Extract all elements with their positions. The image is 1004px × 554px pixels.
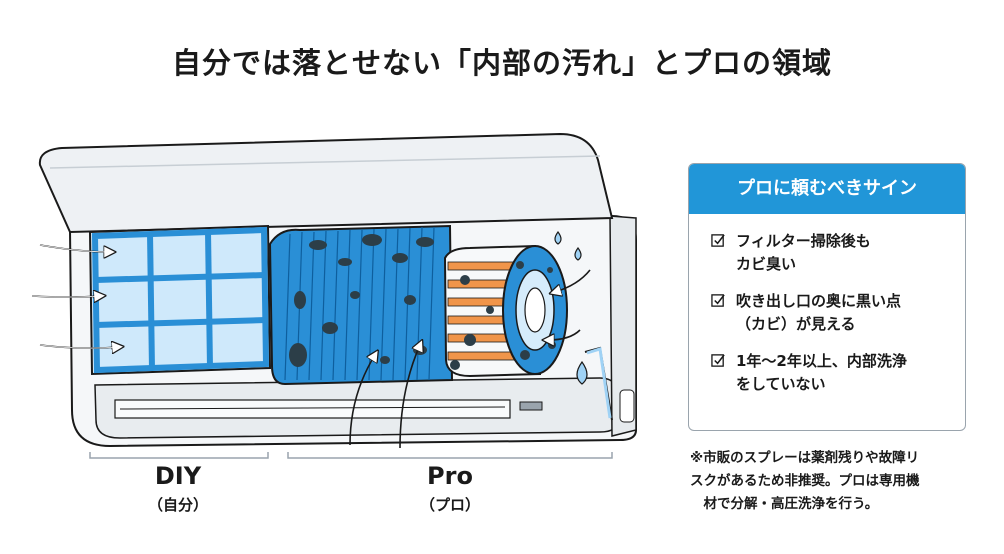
filter-panel	[88, 224, 272, 376]
list-item: フィルター掃除後も カビ臭い	[711, 230, 965, 276]
pro-signs-box: プロに頼むべきサイン フィルター掃除後も カビ臭い 吹き出し口の奥に黒い点 （カ…	[688, 163, 966, 431]
pro-label: Pro （プロ）	[419, 462, 480, 514]
pro-signs-list: フィルター掃除後も カビ臭い 吹き出し口の奥に黒い点 （カビ）が見える 1年〜2…	[689, 214, 965, 396]
bracket-lines	[89, 452, 613, 459]
checkbox-checked-icon	[711, 354, 725, 367]
aircon-illustration	[31, 132, 637, 459]
louver-vent	[114, 399, 511, 419]
list-item: 1年〜2年以上、内部洗浄 をしていない	[711, 350, 965, 396]
list-item: 吹き出し口の奥に黒い点 （カビ）が見える	[711, 290, 965, 336]
mold-spots	[289, 234, 434, 367]
display-light	[519, 401, 543, 411]
diy-label: DIY （自分）	[147, 462, 208, 514]
checkbox-checked-icon	[711, 294, 725, 307]
page-title: 自分では落とせない「内部の汚れ」とプロの領域	[171, 46, 832, 80]
disclaimer-note: ※市販のスプレーは薬剤残りや故障リ スクがあるため非推奨。プロは専用機 材で分解…	[690, 450, 920, 512]
front-panel-lid	[38, 132, 614, 234]
checkbox-checked-icon	[711, 234, 725, 247]
blower-fan	[443, 244, 568, 378]
water-drops	[554, 230, 588, 385]
pro-signs-header: プロに頼むべきサイン	[689, 164, 965, 214]
heat-exchanger-fins	[268, 224, 454, 386]
